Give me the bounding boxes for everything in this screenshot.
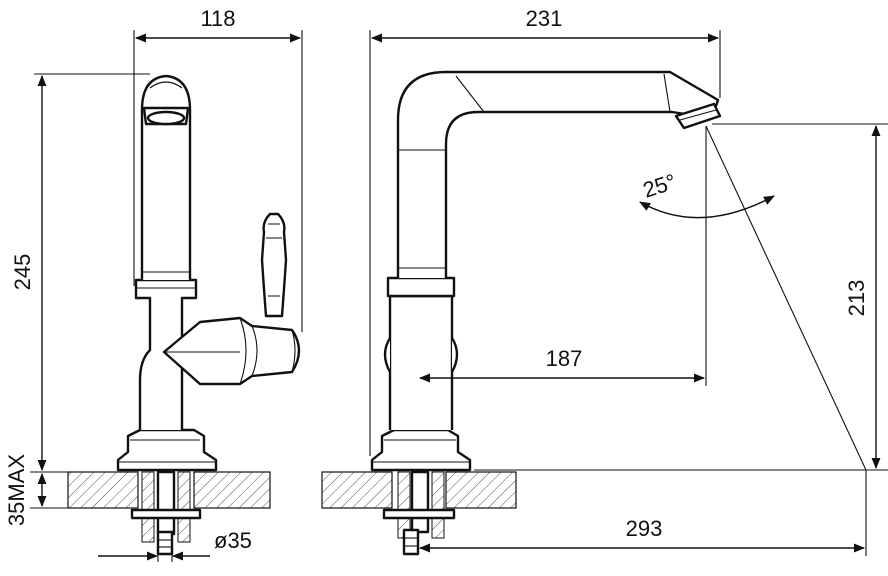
dim-swivel-angle: 25°	[640, 169, 679, 203]
countertop-left-b	[193, 471, 271, 509]
front-view	[321, 70, 775, 556]
dimension-lines	[30, 30, 888, 562]
dim-deck-thickness: 35MAX	[4, 454, 29, 526]
dim-reach-total: 293	[626, 516, 663, 541]
dim-side-width: 118	[200, 6, 235, 31]
dim-spout-height: 213	[844, 280, 869, 317]
dim-total-height: 245	[10, 254, 35, 291]
dim-front-width: 231	[526, 6, 563, 31]
side-view	[67, 74, 301, 556]
countertop-left-a	[67, 471, 139, 509]
countertop-right-b	[445, 471, 517, 509]
countertop-right-a	[321, 471, 393, 509]
dim-reach-inner: 187	[546, 346, 583, 371]
dim-hole-diameter: ø35	[214, 528, 252, 553]
